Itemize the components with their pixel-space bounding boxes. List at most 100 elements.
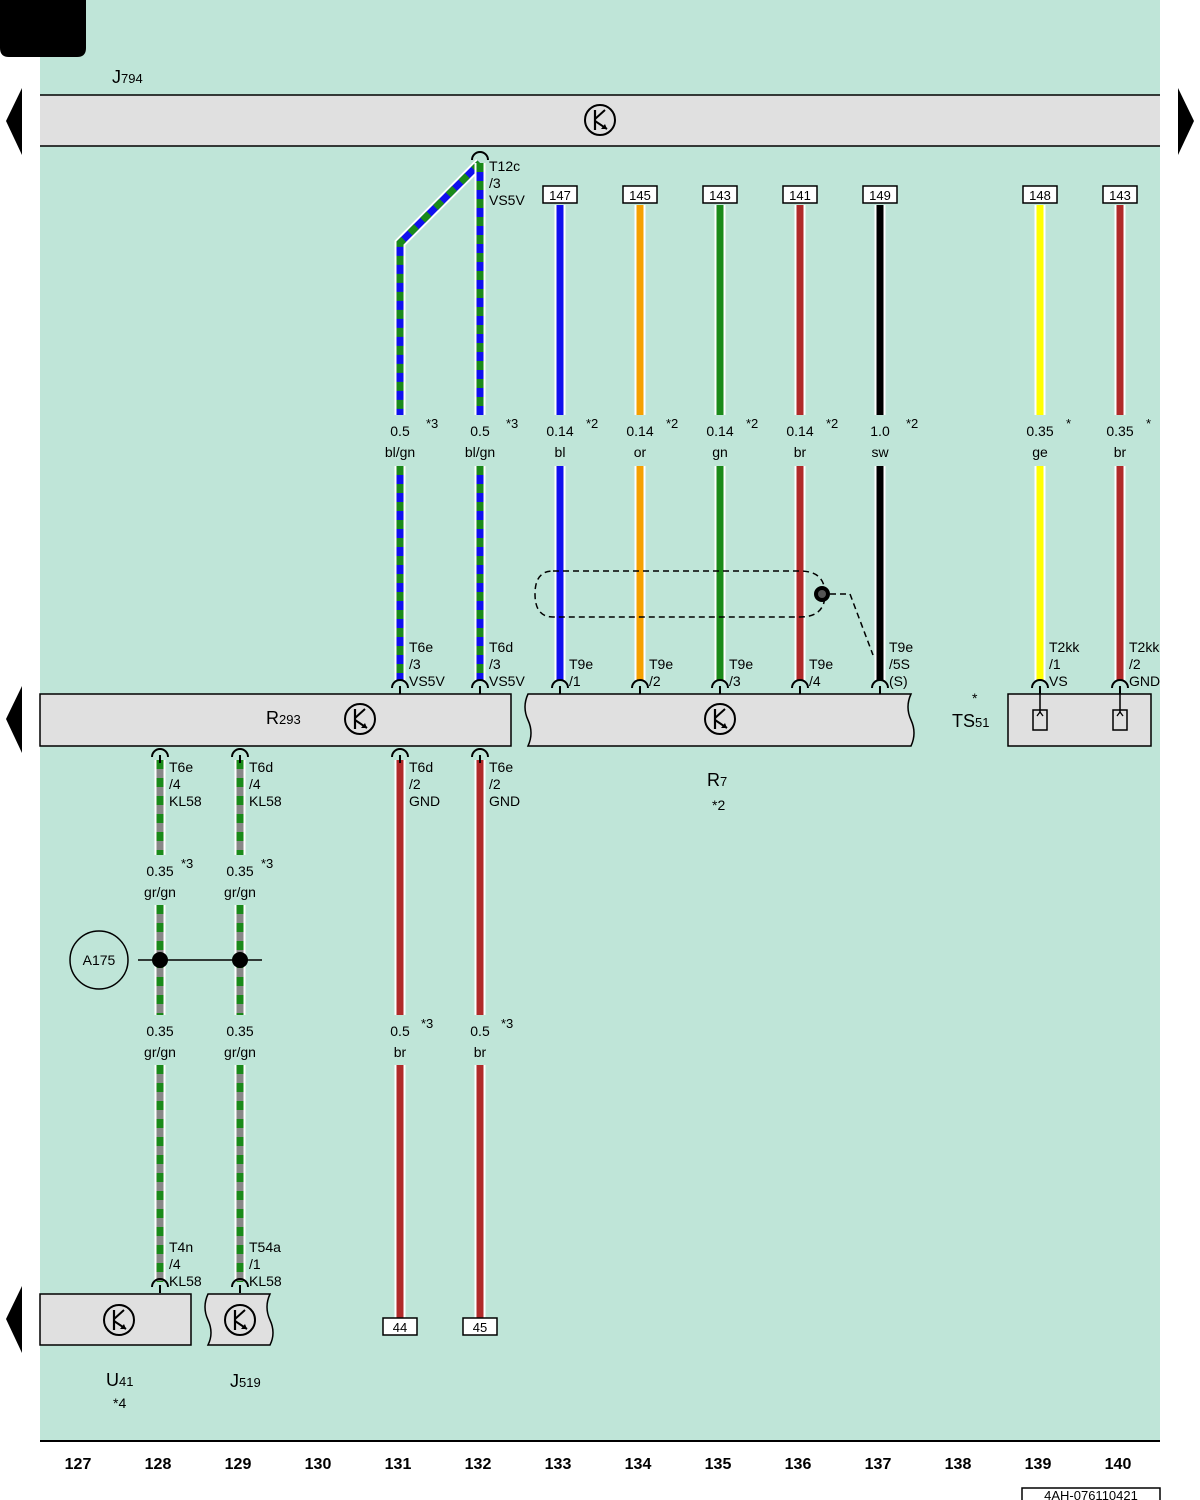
wire-color-code: br: [794, 444, 807, 460]
svg-text:143: 143: [1109, 188, 1131, 203]
column-number: 131: [385, 1456, 412, 1473]
wire-color-code: gr/gn: [224, 1044, 256, 1060]
terminal-box: 143: [702, 185, 738, 204]
terminal-box: 141: [782, 185, 818, 204]
column-number: 136: [785, 1456, 812, 1473]
wire-color-code: sw: [871, 444, 889, 460]
column-number: 130: [305, 1456, 332, 1473]
document-id: 4AH-076110421: [1044, 1488, 1138, 1500]
connector-symbol: [151, 1278, 169, 1288]
component-j519-label: J519: [230, 1371, 261, 1391]
column-number: 138: [945, 1456, 972, 1473]
column-number: 129: [225, 1456, 252, 1473]
wire-size: 1.0: [870, 423, 890, 439]
svg-text:149: 149: [869, 188, 891, 203]
wire-size: 0.14: [626, 423, 653, 439]
connector-symbol: [391, 748, 409, 758]
column-number: 133: [545, 1456, 572, 1473]
svg-text:147: 147: [549, 188, 571, 203]
connector-symbol: [391, 679, 409, 689]
column-number: 134: [625, 1456, 652, 1473]
wire-note: *2: [826, 416, 838, 431]
wire-color-code: bl: [555, 444, 566, 460]
column-number: 132: [465, 1456, 492, 1473]
wire-note: *: [1066, 416, 1071, 431]
svg-text:148: 148: [1029, 188, 1051, 203]
switch-ts51: [1007, 693, 1152, 747]
component-r293-label: R293: [266, 708, 301, 728]
splice-point: [232, 952, 248, 968]
wire-note: *3: [501, 1016, 513, 1031]
wire-size: 0.14: [706, 423, 733, 439]
switch-contact-icon: [1032, 694, 1048, 731]
column-number: 128: [145, 1456, 172, 1473]
nav-left-arrow[interactable]: [6, 1286, 22, 1353]
terminal-box: 149: [862, 185, 898, 204]
switch-contact-icon: [1112, 694, 1128, 731]
splice-point: [152, 952, 168, 968]
connector-symbol: [1111, 679, 1129, 689]
connector-label: T9e/1: [569, 656, 593, 689]
wire-size: 0.5: [390, 423, 410, 439]
connector-label: T9e/2: [649, 656, 673, 689]
wire-color-code: or: [634, 444, 647, 460]
connector-symbol: [231, 748, 249, 758]
component-r7-label: R7: [707, 770, 727, 790]
connector-symbol: [471, 679, 489, 689]
connector-symbol: [631, 679, 649, 689]
nav-left-arrow[interactable]: [6, 88, 22, 155]
corner-tab: [0, 0, 86, 57]
wire-color-code: bl/gn: [385, 444, 415, 460]
wires: [154, 159, 1126, 1318]
wire-size: 0.35: [1026, 423, 1053, 439]
connector-symbol: [151, 748, 169, 758]
connector-label: T9e/5S(S): [889, 639, 913, 689]
connector-symbol: [231, 1278, 249, 1288]
connector-symbol: [791, 679, 809, 689]
wire-size: 0.35: [226, 1023, 253, 1039]
wire-size: 0.5: [470, 423, 490, 439]
connector-symbol: [871, 679, 889, 689]
wire-size: 0.35: [146, 863, 173, 879]
column-number: 137: [865, 1456, 892, 1473]
wire-color-code: br: [394, 1044, 407, 1060]
wire-color-code: br: [1114, 444, 1127, 460]
svg-text:45: 45: [473, 1320, 487, 1335]
sensor-r7: [524, 693, 915, 747]
svg-text:143: 143: [709, 188, 731, 203]
connector-symbol: [471, 151, 489, 161]
terminal-box: 45: [462, 1317, 498, 1336]
wire-note: *3: [506, 416, 518, 431]
wire-color-code: br: [474, 1044, 487, 1060]
wire-color-code: ge: [1032, 444, 1048, 460]
component-r7-note: *2: [712, 797, 725, 813]
svg-text:141: 141: [789, 188, 811, 203]
column-number: 127: [65, 1456, 92, 1473]
wire-size: 0.14: [786, 423, 813, 439]
module-u41: [39, 1293, 192, 1346]
nav-left-arrow[interactable]: [6, 686, 22, 753]
terminal-box: 148: [1022, 185, 1058, 204]
wire-note: *2: [666, 416, 678, 431]
wire-size: 0.35: [226, 863, 253, 879]
column-number: 139: [1025, 1456, 1052, 1473]
connector-symbol: [551, 679, 569, 689]
document-id-box: [1021, 1487, 1161, 1500]
control-unit-j794: [40, 95, 1160, 146]
nav-right-arrow[interactable]: [1178, 88, 1194, 155]
wire: [394, 159, 484, 415]
column-number: 135: [705, 1456, 732, 1473]
splice-a175-circle: [69, 930, 129, 990]
svg-text:145: 145: [629, 188, 651, 203]
wire-note: *3: [421, 1016, 433, 1031]
wire-note: *3: [426, 416, 438, 431]
terminal-box: 143: [1102, 185, 1138, 204]
wire-color-code: gr/gn: [144, 1044, 176, 1060]
